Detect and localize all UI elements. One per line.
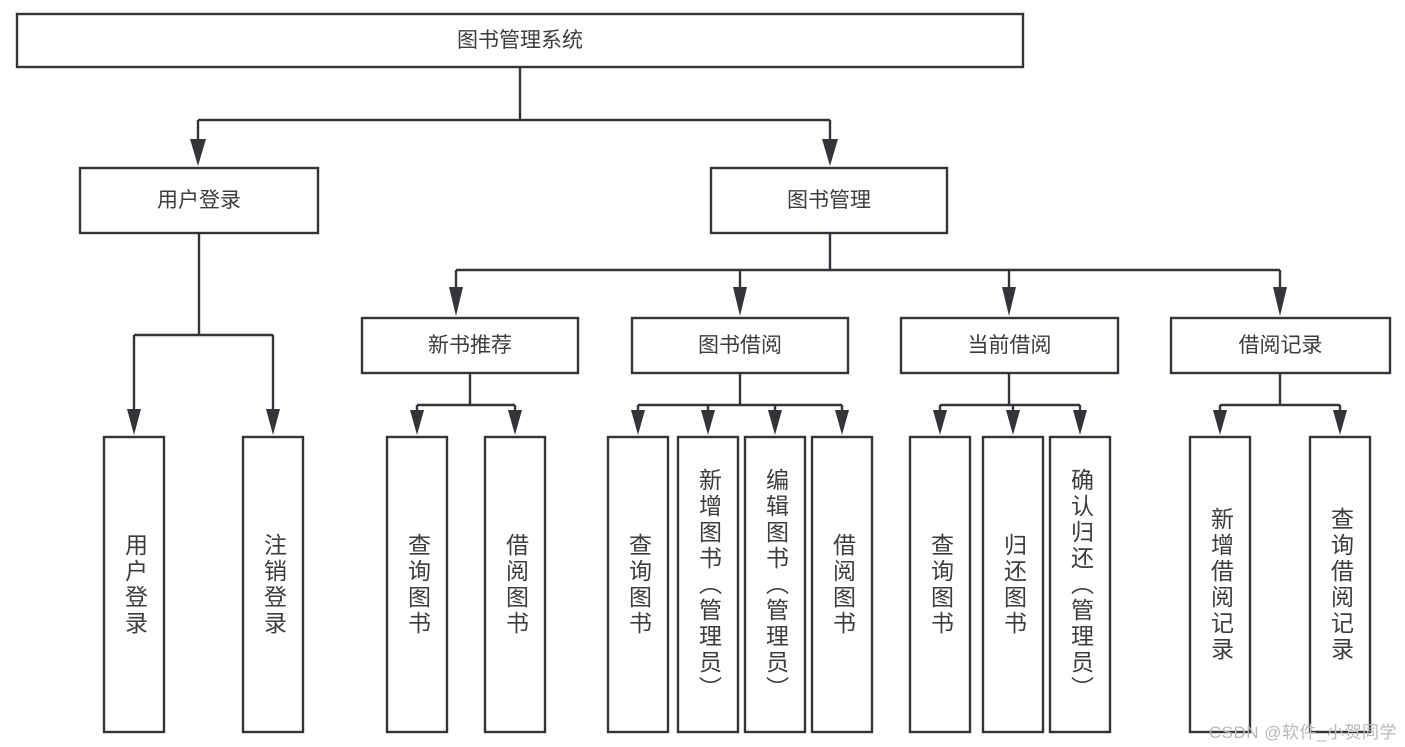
- node-box-leaf-8[interactable]: [908, 435, 972, 734]
- node-box-leaf-11[interactable]: [1188, 435, 1252, 734]
- arrow-head-book-borrow: [733, 287, 747, 316]
- arrow-head-user-login: [190, 139, 206, 166]
- connector-group-current-borrow-to-leaves: [933, 373, 1087, 435]
- node-box-leaf-5[interactable]: [676, 435, 740, 734]
- node-box-level3-3[interactable]: [1169, 316, 1392, 375]
- arrow-head-book-mgmt: [822, 139, 838, 166]
- arrow-head-leaf-query-book-1: [410, 410, 424, 435]
- node-label-level3-0: 新书推荐: [428, 334, 512, 357]
- arrow-head-leaf-add-record: [1213, 410, 1227, 435]
- connector-group-book-borrow-to-leaves: [631, 373, 849, 435]
- node-box-leaf-0[interactable]: [102, 435, 166, 734]
- connector-group-borrow-record-to-leaves: [1213, 373, 1347, 435]
- connector-group-book-mgmt-to-level3: [449, 233, 1287, 316]
- node-label-level3-3: 借阅记录: [1239, 334, 1323, 357]
- node-box-leaf-2[interactable]: [385, 435, 449, 734]
- arrow-head-leaf-confirm-return: [1073, 410, 1087, 435]
- node-box-leaf-10[interactable]: [1048, 435, 1112, 734]
- watermark-text: CSDN @软件_小贺同学: [1208, 723, 1397, 742]
- node-box-leaf-12[interactable]: [1308, 435, 1372, 734]
- arrow-head-new-book-rec: [449, 287, 463, 316]
- arrow-head-leaf-query-book-3: [933, 410, 947, 435]
- arrow-head-leaf-query-book-2: [631, 410, 645, 435]
- node-boxes-layer: [15, 12, 1392, 734]
- node-box-level3-2[interactable]: [899, 316, 1120, 375]
- arrow-head-borrow-record: [1273, 287, 1287, 316]
- node-box-leaf-9[interactable]: [981, 435, 1045, 734]
- arrow-head-leaf-edit-book: [768, 410, 782, 435]
- node-label-level3-1: 图书借阅: [698, 334, 782, 357]
- arrow-head-leaf-logout: [266, 409, 280, 435]
- node-box-leaf-7[interactable]: [810, 435, 874, 734]
- node-box-level3-0[interactable]: [360, 316, 580, 375]
- arrow-head-leaf-borrow-book-2: [835, 410, 849, 435]
- node-box-level3-1[interactable]: [630, 316, 850, 375]
- node-label-level2-1: 图书管理: [787, 189, 871, 212]
- node-label-level2-0: 用户登录: [157, 189, 241, 212]
- node-box-leaf-3[interactable]: [483, 435, 547, 734]
- arrow-head-leaf-query-record: [1333, 410, 1347, 435]
- connector-group-root-to-level2: [190, 67, 838, 166]
- arrow-head-leaf-add-book: [701, 410, 715, 435]
- node-box-leaf-6[interactable]: [743, 435, 807, 734]
- node-box-level2-1[interactable]: [709, 166, 949, 235]
- node-box-leaf-4[interactable]: [606, 435, 670, 734]
- arrow-head-leaf-borrow-book-1: [508, 410, 522, 435]
- arrow-head-leaf-user-login: [127, 409, 141, 435]
- arrow-head-leaf-return-book: [1006, 410, 1020, 435]
- connector-group-new-book-rec-to-leaves: [410, 373, 522, 435]
- node-label-level3-2: 当前借阅: [968, 334, 1052, 357]
- node-label-root: 图书管理系统: [457, 29, 583, 52]
- node-box-level2-0[interactable]: [78, 166, 320, 235]
- node-box-leaf-1[interactable]: [241, 435, 305, 734]
- node-box-root[interactable]: [15, 12, 1025, 69]
- arrow-head-current-borrow: [1002, 287, 1016, 316]
- connector-group-user-login-to-leaves: [127, 233, 280, 435]
